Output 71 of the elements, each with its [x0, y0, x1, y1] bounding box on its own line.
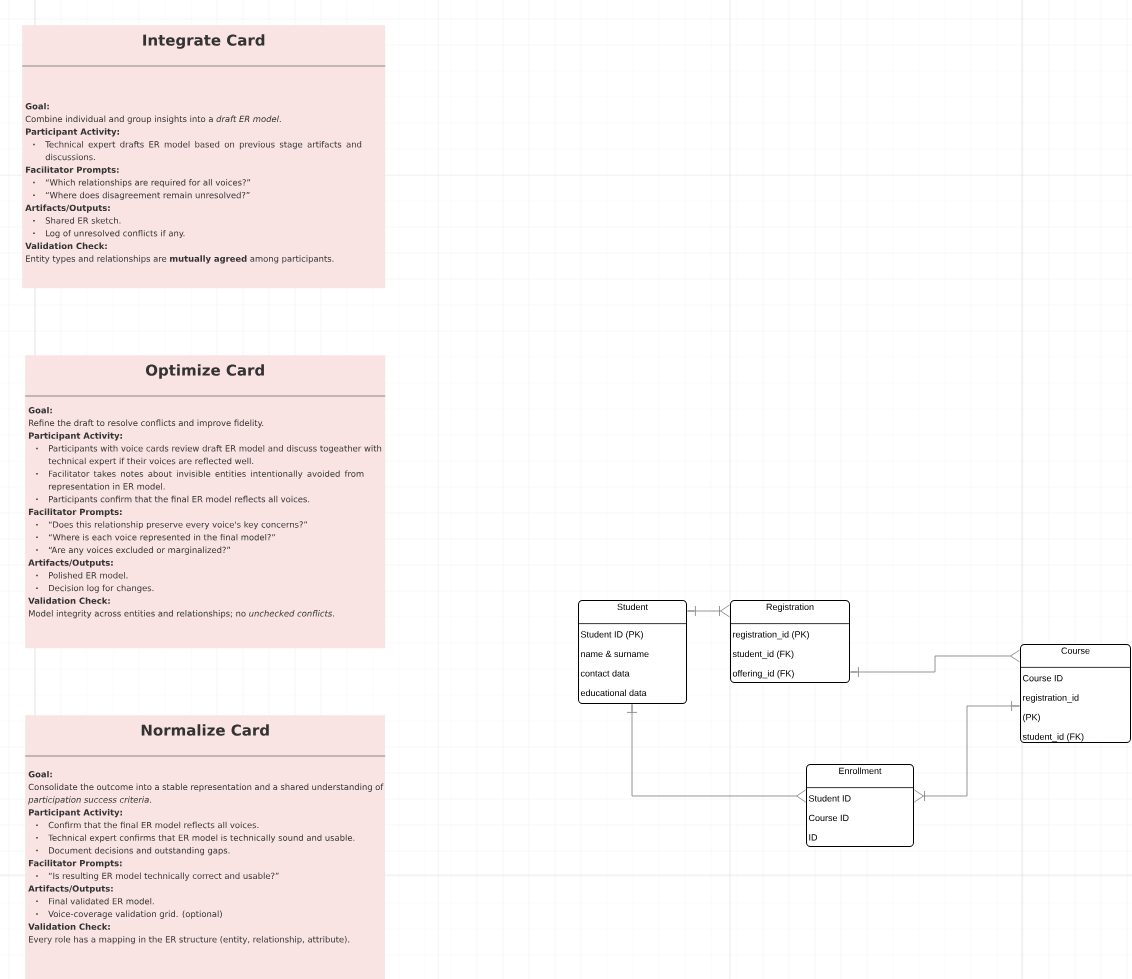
body-text: Model integrity across entities and relationships; no unchecked conflicts. [29, 610, 334, 619]
bullet-item: Confirm that the final ER model reflects all voices. [36, 821, 259, 829]
bullet-item: Log of unresolved conflicts if any. [33, 229, 185, 239]
attribute-text: student_id (FK) [732, 650, 794, 659]
section-label: Participant Activity: [29, 809, 122, 818]
body-text: Combine individual and group insights into a draft ER model. [25, 115, 281, 124]
section-label: Facilitator Prompts: [26, 166, 119, 175]
attribute-text: Course ID [1022, 675, 1063, 682]
section-label: Participant Activity: [29, 432, 122, 441]
attribute-text: Student ID [808, 795, 851, 802]
activity-card [21, 25, 386, 289]
attribute-text: registration_id (PK) [733, 631, 809, 640]
section-label: Facilitator Prompts: [29, 859, 122, 868]
entity-name: Enrollment [839, 767, 882, 775]
bullet-item: Technical expert drafts ER model based on previous stage artifacts and discussions. [33, 141, 362, 161]
bullet-item: Facilitator takes notes about invisible entities intentionally avoided from representation in ER model. [36, 470, 364, 492]
bullet-item: Participants confirm that the final ER model reflects all voices. [36, 495, 310, 504]
bullet-item: “Where does disagreement remain unresolved?” [33, 191, 250, 200]
activity-card [24, 355, 386, 649]
body-text: Every role has a mapping in the ER structure (entity, relationship, attribute). [29, 936, 350, 945]
section-label: Artifacts/Outputs: [25, 204, 110, 213]
section-label: Goal: [28, 770, 52, 778]
body-text: Refine the draft to resolve conflicts and improve fidelity. [29, 419, 264, 428]
attribute-text: Student ID (PK) [580, 631, 643, 640]
attribute-text: name & surname [581, 650, 649, 658]
bullet-item: “Is resulting ER model technically correct and usable?” [36, 872, 279, 881]
entity-table [730, 600, 850, 683]
entity-name: Course [1061, 647, 1090, 654]
attribute-text: offering_id (FK) [732, 670, 794, 679]
section-label: Goal: [25, 102, 49, 110]
activity-card [24, 715, 386, 979]
attribute-text: educational data [580, 689, 647, 697]
card-title: Integrate Card [143, 34, 265, 49]
section-label: Goal: [28, 406, 52, 414]
section-label: Artifacts/Outputs: [28, 885, 113, 894]
body-text: Entity types and relationships are mutually agreed among participants. [26, 255, 334, 264]
section-label: Artifacts/Outputs: [28, 559, 113, 568]
bullet-item: Polished ER model. [36, 572, 128, 579]
bullet-item: Document decisions and outstanding gaps. [36, 847, 230, 856]
attribute-text: Course ID [808, 814, 849, 822]
attribute-text: contact data [580, 670, 630, 677]
body-text: Consolidate the outcome into a stable representation and a shared understanding of participation success criteria. [28, 783, 384, 805]
bullet-item: “Where is each voice represented in the final model?” [36, 533, 275, 543]
entity-table [806, 764, 914, 847]
section-label: Facilitator Prompts: [29, 508, 122, 517]
card-title: Optimize Card [146, 364, 264, 379]
section-label: Validation Check: [28, 923, 110, 930]
relationship-line [914, 700, 1020, 803]
attribute-text: student_id (FK) [1022, 733, 1084, 742]
section-label: Participant Activity: [26, 128, 119, 137]
card-title: Normalize Card [141, 724, 269, 736]
bullet-item: “Are any voices excluded or marginalized?” [36, 546, 231, 555]
bullet-item: “Which relationships are required for all voices?” [33, 179, 251, 188]
entity-name: Student [617, 603, 648, 611]
entity-table [1020, 644, 1131, 743]
bullet-item: Voice-coverage validation grid. (optional) [36, 910, 222, 919]
bullet-item: Shared ER sketch. [33, 217, 121, 224]
bullet-item: Final validated ER model. [36, 897, 154, 905]
relationship-line [626, 704, 806, 803]
bullet-item: Decision log for changes. [36, 584, 154, 593]
entity-table [578, 600, 687, 704]
entity-name: Registration [766, 603, 814, 612]
bullet-item: Participants with voice cards review draft ER model and discuss togeather with technical expert if their voices are reflected well. [36, 445, 382, 466]
relationship-line [687, 604, 730, 618]
bullet-item: “Does this relationship preserve every voice's key concerns?” [36, 521, 308, 530]
bullet-item: Technical expert confirms that ER model is technically sound and usable. [36, 834, 355, 843]
attribute-text: ID [809, 834, 818, 841]
section-label: Validation Check: [28, 597, 110, 604]
relationship-line [850, 649, 1020, 678]
attribute-text: registration_id (PK) [1023, 694, 1079, 723]
section-label: Validation Check: [25, 242, 107, 250]
